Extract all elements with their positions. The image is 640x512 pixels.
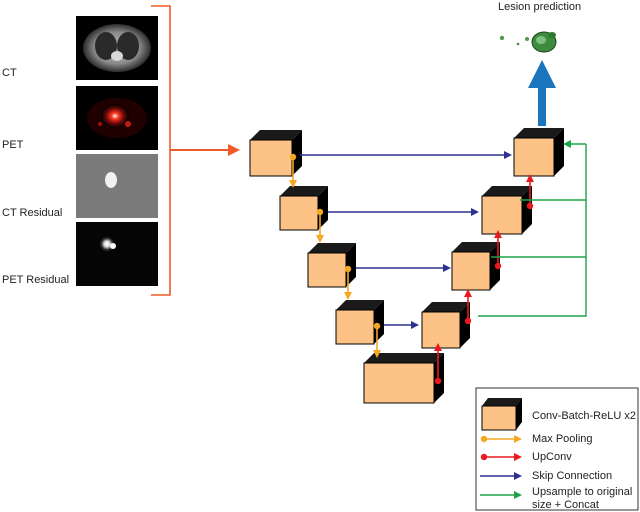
- input-pet-residual-image: [76, 222, 158, 286]
- conv-blocks: [249, 128, 564, 404]
- encoder-block-3: [307, 243, 356, 288]
- legend-label-upsample-line2: size + Concat: [532, 499, 599, 511]
- decoder-block-2: [481, 186, 532, 235]
- legend-label-conv: Conv-Batch-ReLU x2: [532, 410, 636, 422]
- skip-connections: [300, 151, 512, 329]
- input-ct-image: [76, 16, 158, 80]
- bottleneck-block: [363, 353, 444, 404]
- input-label-ct-residual: CT Residual: [2, 207, 62, 219]
- legend-cube-icon: [481, 398, 522, 431]
- encoder-block-1: [249, 130, 302, 177]
- output-arrow: [528, 60, 556, 126]
- input-label-pet-residual: PET Residual: [2, 274, 69, 286]
- encoder-block-4: [335, 300, 384, 345]
- upsample-connection-3: [478, 257, 587, 317]
- legend-orange-arrow-icon: [480, 435, 522, 443]
- decoder-block-3: [451, 242, 500, 291]
- input-pet-image: [76, 86, 158, 150]
- legend-red-arrow-icon: [480, 453, 522, 461]
- legend-label-skip: Skip Connection: [532, 470, 612, 482]
- decoder-block-4: [421, 302, 470, 349]
- legend-label-upsample-line1: Upsample to original: [532, 486, 632, 498]
- max-pooling-arrows: [289, 153, 381, 358]
- lesion-prediction-image: [499, 31, 557, 53]
- upsample-connections: [478, 140, 587, 317]
- decoder-block-1: [513, 128, 564, 177]
- legend: Conv-Batch-ReLU x2 Max Pooling UpConv Sk…: [475, 387, 639, 511]
- output-label: Lesion prediction: [498, 1, 581, 13]
- input-ct-residual-image: [76, 154, 158, 218]
- input-label-ct: CT: [2, 67, 17, 79]
- legend-label-upconv: UpConv: [532, 451, 572, 463]
- upconv-arrows: [434, 174, 534, 385]
- legend-label-maxpool: Max Pooling: [532, 433, 593, 445]
- input-label-pet: PET: [2, 139, 24, 151]
